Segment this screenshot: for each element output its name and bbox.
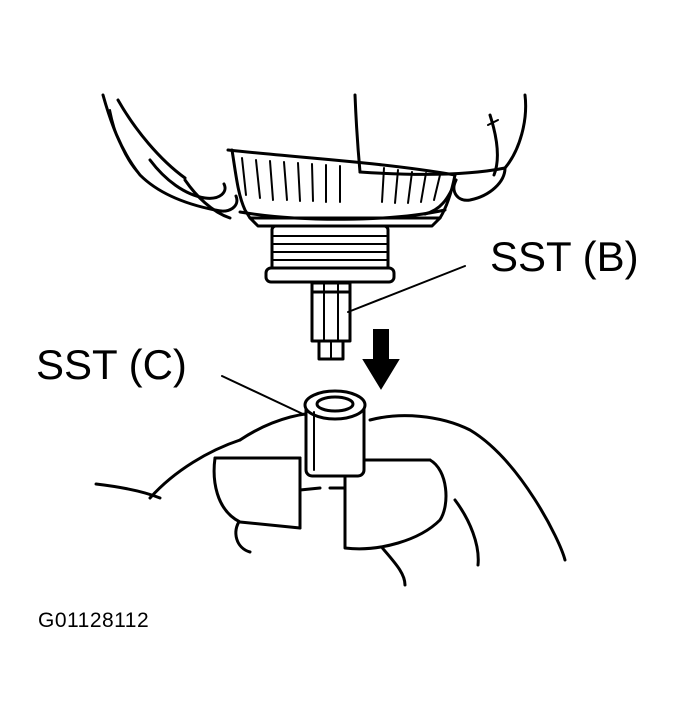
alternator-housing: [226, 148, 457, 228]
sst-c-socket: [303, 389, 367, 478]
down-arrow-icon: [362, 329, 400, 390]
pulley: [264, 224, 396, 284]
sst-c-label: SST (C): [36, 341, 187, 388]
sst-b-label: SST (B): [490, 233, 639, 280]
figure-id: G01128112: [38, 609, 150, 632]
upper-hands: [101, 93, 528, 220]
sst-c-leader-line: [221, 375, 306, 416]
sst-b-hex-bit: [310, 281, 352, 361]
sst-b-leader-line: [347, 265, 466, 313]
lower-hand-and-holder: [94, 410, 567, 587]
